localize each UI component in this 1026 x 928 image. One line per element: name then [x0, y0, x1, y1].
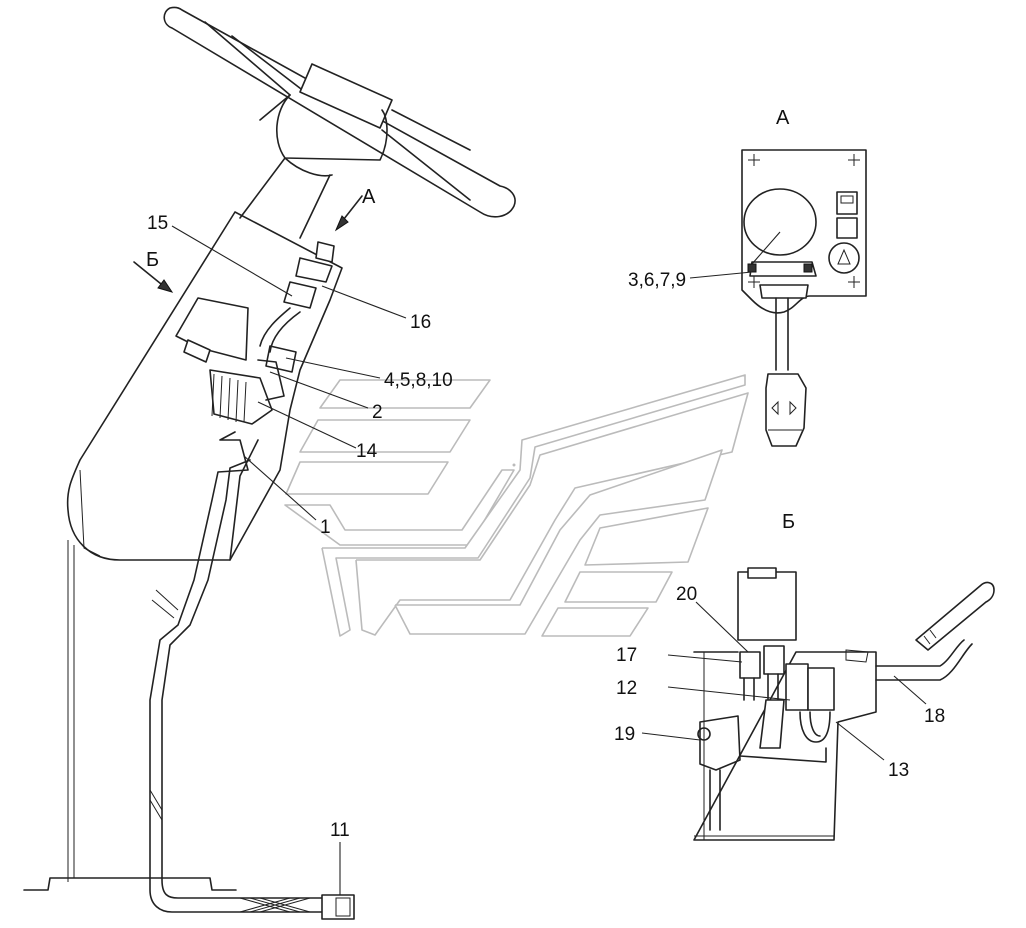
- view-arrow-a: [334, 195, 363, 232]
- switch-block: [175, 297, 297, 425]
- steering-column: [239, 157, 333, 239]
- callout-2: 2: [372, 402, 383, 423]
- callout-15: 15: [147, 213, 168, 234]
- callout-14: 14: [356, 441, 378, 462]
- pedestal: [23, 540, 237, 891]
- view-a-panel: [741, 149, 867, 447]
- view-a-leader: [689, 231, 781, 279]
- callout-20: 20: [676, 584, 697, 605]
- view-b-assembly: [693, 567, 995, 841]
- steering-wheel: [163, 6, 516, 218]
- callout-18: 18: [924, 706, 945, 727]
- connector-11: [321, 894, 355, 920]
- callout-4-5-8-10: 4,5,8,10: [384, 370, 453, 391]
- callout-19: 19: [614, 724, 635, 745]
- arrow-b-label: Б: [146, 249, 159, 271]
- arrow-a-label: А: [362, 186, 376, 208]
- callout-3-6-7-9: 3,6,7,9: [628, 270, 686, 291]
- connector-16: [259, 241, 335, 353]
- view-arrow-b: [133, 261, 174, 293]
- view-b-leaders: [641, 601, 927, 761]
- callout-16: 16: [410, 312, 431, 333]
- wire-harness: [149, 431, 331, 913]
- view-a-title: А: [776, 107, 790, 129]
- callout-1: 1: [320, 517, 331, 538]
- column-housing: [66, 211, 343, 561]
- callout-12: 12: [616, 678, 637, 699]
- callout-11: 11: [330, 820, 350, 841]
- callout-17: 17: [616, 645, 637, 666]
- watermark-logo: [284, 374, 749, 637]
- callout-leaders-main: [171, 225, 407, 895]
- callout-13: 13: [888, 760, 909, 781]
- view-b-title: Б: [782, 511, 795, 533]
